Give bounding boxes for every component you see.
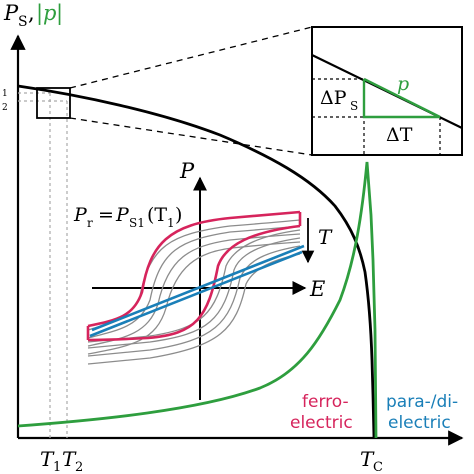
svg-text:para-/di-: para-/di- (386, 392, 458, 412)
ferroelectric-label: ferro- electric (290, 392, 353, 433)
svg-text:): ) (175, 204, 182, 226)
svg-text:=: = (98, 204, 114, 226)
ps2-tick-label: 2 (2, 103, 8, 113)
zoom-box (36, 87, 71, 119)
svg-text:S1: S1 (129, 216, 145, 230)
svg-text:P: P (3, 1, 19, 25)
svg-text:S: S (18, 14, 28, 30)
t-arrow-label: T (318, 225, 333, 249)
svg-text:C: C (373, 460, 383, 474)
svg-text:P: P (73, 204, 88, 226)
svg-text:|: | (36, 1, 43, 26)
svg-text:S: S (350, 99, 358, 113)
svg-text:ΔP: ΔP (320, 87, 347, 109)
svg-text:T: T (360, 447, 375, 471)
svg-text:(T: (T (147, 204, 167, 226)
hysteresis-e-label: E (309, 277, 325, 301)
svg-text:T: T (40, 447, 55, 471)
delta-t-label: ΔT (386, 124, 413, 146)
svg-text:electric: electric (290, 413, 353, 433)
svg-text:ferro-: ferro- (302, 392, 349, 412)
hysteresis-p-label: P (179, 159, 195, 183)
pyro-curve (17, 161, 378, 439)
svg-text:,: , (28, 1, 35, 25)
t1-tick-label: T 1 (40, 447, 61, 474)
zoom-connector-top (69, 26, 313, 89)
svg-text:electric: electric (388, 413, 451, 433)
svg-text:T: T (62, 447, 77, 471)
zoom-inset (311, 26, 463, 156)
remanent-polarization-equation: P r = P S1 (T 1 ) (73, 204, 182, 230)
hysteresis-red-loop (87, 210, 301, 342)
tc-tick-label: T C (360, 447, 383, 474)
delta-ps-label: ΔP S (320, 87, 358, 113)
svg-text:|: | (56, 1, 63, 26)
ps1-tick-label: 1 (2, 89, 8, 99)
paraelectric-label: para-/di- electric (386, 392, 458, 433)
svg-text:2: 2 (75, 460, 83, 474)
hysteresis-gray-loops (87, 219, 301, 365)
ps-curve (17, 84, 376, 439)
svg-text:1: 1 (53, 460, 61, 474)
t2-tick-label: T 2 (62, 447, 83, 474)
svg-text:p: p (43, 1, 56, 25)
inset-p-label: p (397, 73, 409, 95)
svg-text:1: 1 (167, 216, 175, 230)
hysteresis-blue-line (89, 244, 305, 338)
zoom-connector-bottom (69, 117, 313, 156)
svg-text:P: P (115, 204, 130, 226)
y-axis-label: P S , | p | (3, 1, 63, 30)
svg-text:r: r (87, 216, 93, 230)
